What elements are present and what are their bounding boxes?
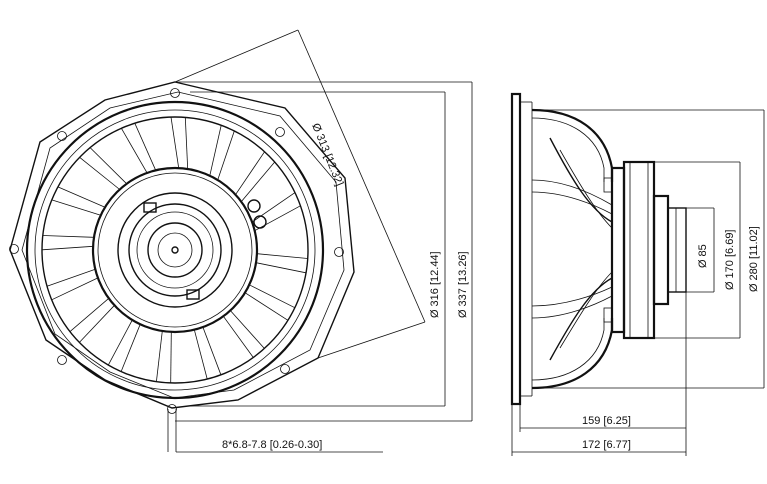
basket-spoke [41,245,94,251]
magnet-plate [610,166,626,334]
basket-spoke [209,125,222,176]
basket-spoke [120,324,141,372]
basket-spoke [51,199,101,216]
mounting-hole [57,355,67,365]
basket-bottom-outline [531,318,614,390]
basket-spoke [42,235,95,238]
dust-cap [147,222,203,278]
dim-280-label: Ø280 [11.02] [748,226,760,292]
mounting-holes [9,88,344,414]
dim-159-label: 159 [6.25] [582,415,631,427]
basket-spoke [240,161,276,202]
basket-spoke [254,205,301,232]
basket-outer-ring [25,100,325,400]
basket-ring [34,109,316,391]
mounting-hole [334,247,344,257]
basket-spoke [121,128,148,174]
mounting-hole [275,127,285,137]
basket-spoke [69,297,110,332]
dust-cap-ring [136,211,214,289]
dim-170-label: Ø170 [6.69] [724,230,736,291]
dust-cap-ring [128,203,222,297]
basket-spoke [51,277,99,301]
basket-spoke [134,123,157,171]
basket-bottom-inner [531,318,605,381]
basket-spoke [170,117,180,169]
basket-spoke [46,268,96,287]
dim-side: Ø85 Ø170 [6.69] Ø280 [11.02] 159 [6.25] … [511,109,765,456]
basket-spoke [170,331,172,383]
basket-spoke [107,319,133,366]
basket-spoke [202,326,222,375]
center-pin [171,246,179,254]
front-flange [510,92,522,406]
basket-spoke [251,192,296,223]
basket-spoke [79,305,115,343]
basket-spoke [256,253,308,259]
basket-spoke [57,186,106,208]
mounting-hole [57,131,67,141]
magnet [622,160,656,340]
frame-outer [9,81,355,409]
terminal-bottom [186,289,200,300]
magnet-ring [97,172,253,328]
mounting-hole [280,364,290,374]
terminal-top [143,202,157,213]
dim-313: Ø313 [12.32] [174,29,426,359]
pole-ring [157,232,193,268]
basket-spoke [235,151,265,195]
dim-172-label: 172 [6.77] [582,439,631,451]
dim-313-label: Ø313 [12.32] [309,122,345,188]
dim-85-label: Ø85 [697,244,709,268]
basket-spoke [89,147,127,185]
dim-holes-label: 8*6.8-7.8 [0.26-0.30] [222,439,322,451]
magnet-ring [117,192,233,308]
basket-spoke [217,130,235,181]
basket-spoke [249,284,295,309]
mounting-hole [9,244,19,254]
basket-spokes [41,117,308,383]
basket-spoke [79,156,120,190]
mounting-hole [170,88,180,98]
basket-spoke [156,330,163,382]
basket-top-inner [531,117,605,182]
basket-spoke [244,292,289,321]
basket-spoke [230,310,265,349]
basket-spoke [222,315,254,358]
basket-ring [41,116,309,384]
dim-316-label: Ø316 [12.44] [429,251,441,318]
magnet-ring-outer [91,166,259,334]
basket-spoke [255,262,307,274]
dim-holes: 8*6.8-7.8 [0.26-0.30] [167,409,383,453]
pole-piece [667,207,687,293]
dim-337-label: Ø337 [13.26] [457,251,469,318]
terminal-screw [253,215,267,229]
side-view [510,92,687,406]
dim-316-337: Ø316 [12.44] Ø337 [13.26] [175,81,473,422]
basket-spoke [193,329,208,380]
basket-top-outline [531,108,614,182]
clip-bottom [603,307,613,323]
mounting-hole [167,404,177,414]
back-plate [652,194,670,306]
terminal-screw [247,199,261,213]
front-view [9,81,355,414]
basket-spoke [184,117,189,170]
frame-inner [21,91,345,399]
clip-top [603,177,613,193]
